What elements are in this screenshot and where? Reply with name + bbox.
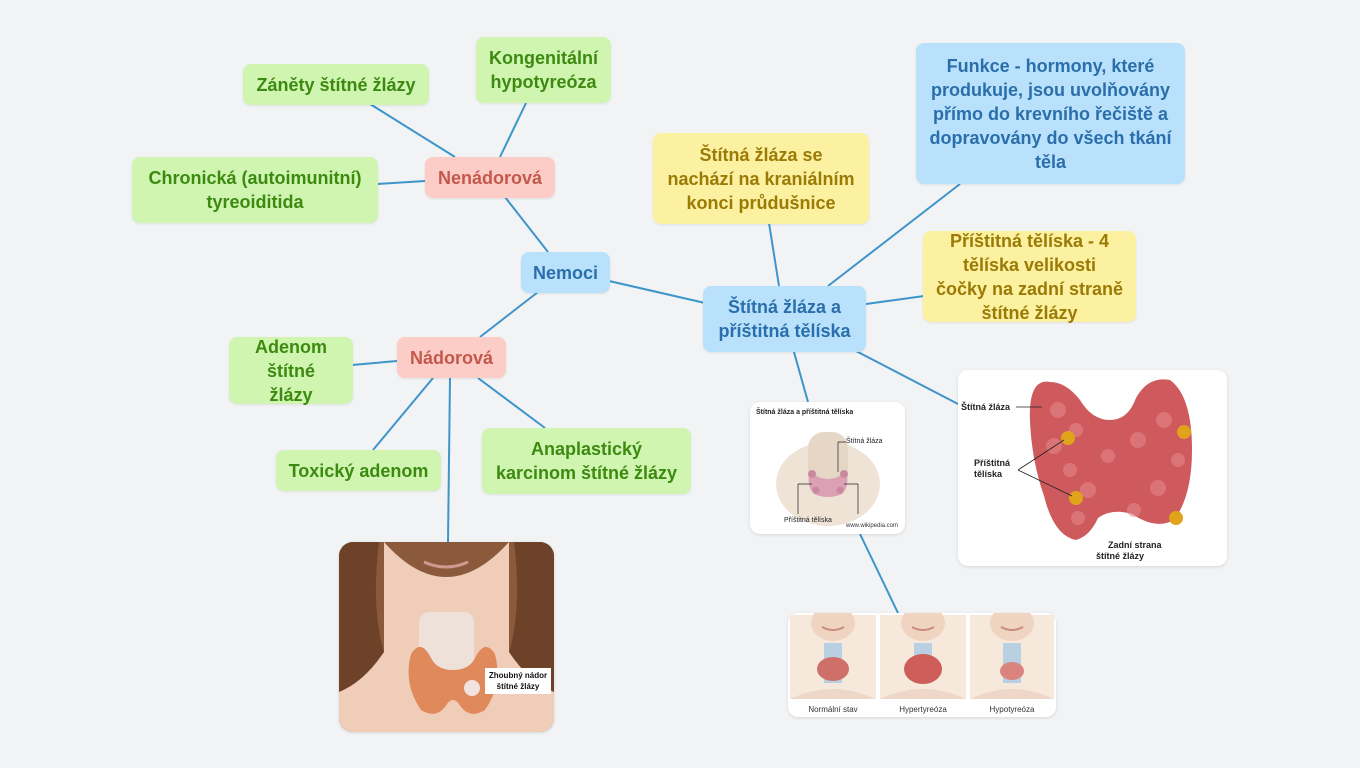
back-parathyroid-label-2: tělíska <box>974 469 1003 479</box>
state-hypo-label: Hypotyreóza <box>990 705 1035 714</box>
image-thyroid-back[interactable]: Štítná žláza Příštitná tělíska Zadní str… <box>958 370 1227 566</box>
node-funkce[interactable]: Funkce - hormony, které produkuje, jsou … <box>916 43 1185 184</box>
node-nenadorova[interactable]: Nenádorová <box>425 157 555 198</box>
link-main-back-image <box>855 350 959 405</box>
tumor-label-1: Zhoubný nádor <box>489 671 547 680</box>
link-nemoci-main <box>608 280 706 304</box>
node-nemoci[interactable]: Nemoci <box>521 252 610 293</box>
node-stitna-zlaza[interactable]: Štítná žláza a příštitná tělíska <box>703 286 866 352</box>
node-kongenitalni[interactable]: Kongenitální hypotyreóza <box>476 37 611 103</box>
image-wiki-diagram[interactable]: Štítná žláza a příštitná tělíska Štítná … <box>750 402 905 534</box>
wiki-thyroid-label: Štítná žláza <box>846 436 883 445</box>
wiki-title: Štítná žláza a příštitná tělíska <box>756 407 853 416</box>
state-normal-label: Normální stav <box>808 705 857 714</box>
link-nemoci-nenadorova <box>504 196 549 253</box>
link-nenadorova-zanety <box>369 103 456 158</box>
link-nadorova-adenom <box>351 360 398 366</box>
node-zanety[interactable]: Záněty štítné žlázy <box>243 64 429 105</box>
node-anaplasticky[interactable]: Anaplastický karcinom štítné žlázy <box>482 428 691 494</box>
node-adenom[interactable]: Adenom štítné žlázy <box>229 337 353 405</box>
link-main-funkce <box>827 183 961 287</box>
state-hyper-label: Hypertyreóza <box>899 705 947 714</box>
wiki-parathyroid-label: Příštitná tělíska <box>784 517 832 524</box>
node-umisteni[interactable]: Štítná žláza se nachází na kraniálním ko… <box>653 133 869 224</box>
link-nemoci-nadorova <box>479 291 539 338</box>
link-wiki-states-image <box>859 533 899 614</box>
link-nenadorova-chronicka <box>376 180 426 185</box>
image-thyroid-states[interactable]: Normální stav Hypertyreóza Hypotyreóza <box>788 613 1056 717</box>
link-nadorova-tumor-image <box>447 377 451 543</box>
node-chronicka[interactable]: Chronická (autoimunitní) tyreoiditida <box>132 157 378 223</box>
link-main-umisteni <box>768 222 780 287</box>
back-side-label-2: štítné žlázy <box>1096 551 1144 561</box>
wiki-source: www.wikipedia.com <box>845 523 898 529</box>
link-main-pristitna <box>865 295 925 305</box>
image-thyroid-tumor[interactable]: Zhoubný nádor štítné žlázy <box>339 542 554 732</box>
node-pristitna[interactable]: Příštitná tělíska - 4 tělíska velikosti … <box>923 231 1136 323</box>
back-thyroid-label: Štítná žláza <box>961 401 1011 412</box>
back-parathyroid-label-1: Příštitná <box>974 458 1011 468</box>
node-toxicky[interactable]: Toxický adenom <box>276 450 441 491</box>
node-nadorova[interactable]: Nádorová <box>397 337 506 378</box>
link-nadorova-anaplasticky <box>477 377 546 429</box>
tumor-label-2: štítné žlázy <box>497 682 540 691</box>
link-nenadorova-kongenitalni <box>499 102 527 158</box>
link-main-wiki-image <box>793 351 809 403</box>
link-nadorova-toxicky <box>372 377 434 451</box>
back-side-label-1: Zadní strana <box>1108 540 1163 550</box>
